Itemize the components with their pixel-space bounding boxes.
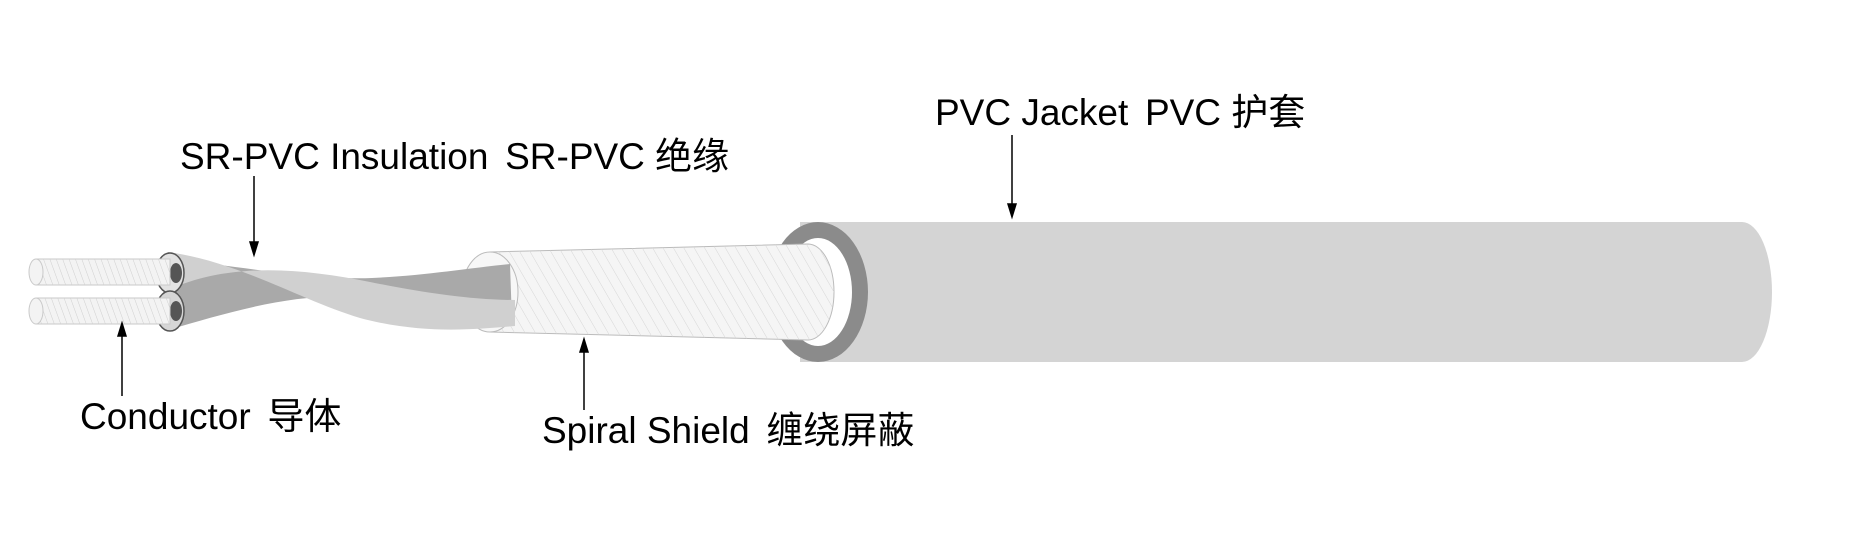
insulation-label-cn: SR-PVC 绝缘 <box>505 136 730 177</box>
jacket-body <box>800 222 1742 362</box>
spiral-shield-label-cn: 缠绕屏蔽 <box>766 410 915 451</box>
pvc-jacket-label-en: PVC Jacket <box>935 92 1129 133</box>
sr-pvc-insulation <box>155 252 515 332</box>
spiral-shield-label-en: Spiral Shield <box>542 410 750 451</box>
pvc-jacket-label-cn: PVC 护套 <box>1144 92 1306 133</box>
pvc-jacket <box>768 222 1772 362</box>
spiral-shield <box>461 243 835 341</box>
leader-lines <box>116 135 1018 410</box>
insulation-label: SR-PVC Insulation SR-PVC 绝缘 <box>180 138 729 175</box>
conductor <box>28 258 171 325</box>
jacket-end-cap <box>1712 222 1772 362</box>
pvc-jacket-label: PVC Jacket PVC 护套 <box>935 94 1305 131</box>
conductor-label-cn: 导体 <box>267 396 342 437</box>
conductor-label-en: Conductor <box>80 396 251 437</box>
insulation-core-light <box>168 252 515 330</box>
insulation-label-en: SR-PVC Insulation <box>180 136 489 177</box>
conductor-label: Conductor 导体 <box>80 398 341 435</box>
spiral-shield-label: Spiral Shield 缠绕屏蔽 <box>542 412 914 449</box>
